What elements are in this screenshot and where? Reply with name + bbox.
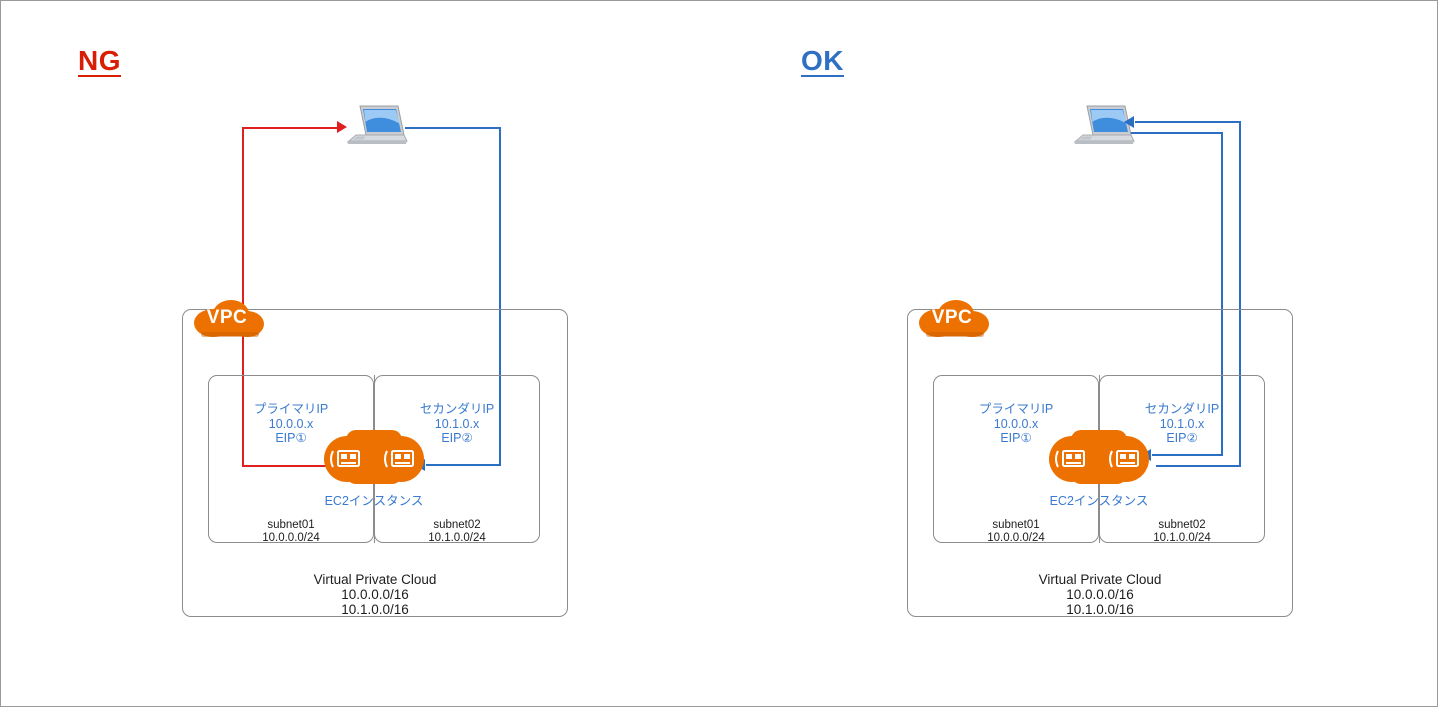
vpc-caption-title: Virtual Private Cloud — [1038, 572, 1162, 587]
subnet-01-cidr: 10.0.0.0/24 — [262, 532, 320, 544]
verdict-label-ok: OK — [801, 45, 844, 76]
subnet-01-caption-ng: subnet01 10.0.0.0/24 — [208, 519, 374, 545]
secondary-ip-label-ok: セカンダリIP 10.1.0.x EIP② — [1122, 402, 1242, 446]
ec2-instance-icon-ng — [319, 426, 429, 492]
flow-ok-a-h-bottom — [1156, 465, 1241, 467]
subnet-02-name: subnet02 — [433, 519, 481, 531]
vpc-caption-title: Virtual Private Cloud — [313, 572, 437, 587]
primary-ip-value: 10.0.0.x — [268, 416, 314, 431]
flow-ok-b-v-right — [1221, 132, 1223, 456]
flow-ok-a-v-right — [1239, 121, 1241, 467]
vpc-boundary-ng — [182, 309, 568, 617]
subnet-01-cidr: 10.0.0.0/24 — [987, 532, 1045, 544]
subnet-02-name: subnet02 — [1158, 519, 1206, 531]
subnet-01-name: subnet01 — [992, 519, 1040, 531]
flow-ok-b-h-top — [1131, 132, 1223, 134]
flow-red-arrowhead — [337, 121, 347, 133]
flow-blue-h-top — [405, 127, 501, 129]
secondary-eip: EIP② — [441, 431, 473, 445]
vpc-caption-cidr-1: 10.0.0.0/16 — [1066, 587, 1134, 602]
ec2-instance-label-ng: EC2インスタンス — [324, 494, 424, 508]
secondary-ip-title: セカンダリIP — [419, 402, 495, 416]
flow-red-h-bottom — [242, 465, 332, 467]
laptop-icon-ok — [1073, 103, 1135, 150]
secondary-ip-title: セカンダリIP — [1144, 402, 1220, 416]
primary-ip-label-ng: プライマリIP 10.0.0.x EIP① — [231, 402, 351, 446]
flow-red-v-left — [242, 127, 244, 467]
primary-ip-value: 10.0.0.x — [993, 416, 1039, 431]
vpc-cloud-icon-ng: VPC — [191, 296, 264, 342]
flow-ok-a-arrowhead — [1124, 116, 1134, 128]
secondary-ip-value: 10.1.0.x — [434, 416, 480, 431]
flow-ok-a-h-top — [1135, 121, 1241, 123]
laptop-icon-ng — [346, 103, 408, 150]
subnet-02-cidr: 10.1.0.0/24 — [428, 532, 486, 544]
ec2-instance-label-ok: EC2インスタンス — [1049, 494, 1149, 508]
vpc-caption-cidr-2: 10.1.0.0/16 — [341, 602, 409, 617]
subnet-02-caption-ng: subnet02 10.1.0.0/24 — [374, 519, 540, 545]
subnet-02-cidr: 10.1.0.0/24 — [1153, 532, 1211, 544]
primary-eip: EIP① — [275, 431, 307, 445]
flow-blue-h-bottom — [426, 464, 501, 466]
ec2-instance-icon-ok — [1044, 426, 1154, 492]
vpc-caption-ok: Virtual Private Cloud 10.0.0.0/16 10.1.0… — [907, 572, 1293, 617]
vpc-caption-ng: Virtual Private Cloud 10.0.0.0/16 10.1.0… — [182, 572, 568, 617]
vpc-badge-label: VPC — [206, 307, 248, 328]
vpc-caption-cidr-2: 10.1.0.0/16 — [1066, 602, 1134, 617]
verdict-label-ng: NG — [78, 45, 121, 76]
vpc-cloud-icon-ok: VPC — [916, 296, 989, 342]
vpc-boundary-ok — [907, 309, 1293, 617]
primary-ip-label-ok: プライマリIP 10.0.0.x EIP① — [956, 402, 1076, 446]
secondary-ip-value: 10.1.0.x — [1159, 416, 1205, 431]
flow-ok-b-h-bottom — [1152, 454, 1223, 456]
primary-ip-title: プライマリIP — [253, 402, 329, 416]
subnet-02-caption-ok: subnet02 10.1.0.0/24 — [1099, 519, 1265, 545]
secondary-eip: EIP② — [1166, 431, 1198, 445]
flow-blue-v-right — [499, 127, 501, 465]
primary-eip: EIP① — [1000, 431, 1032, 445]
subnet-01-name: subnet01 — [267, 519, 315, 531]
secondary-ip-label-ng: セカンダリIP 10.1.0.x EIP② — [397, 402, 517, 446]
vpc-badge-label: VPC — [931, 307, 973, 328]
flow-red-h-top — [242, 127, 342, 129]
subnet-01-caption-ok: subnet01 10.0.0.0/24 — [933, 519, 1099, 545]
primary-ip-title: プライマリIP — [978, 402, 1054, 416]
vpc-caption-cidr-1: 10.0.0.0/16 — [341, 587, 409, 602]
